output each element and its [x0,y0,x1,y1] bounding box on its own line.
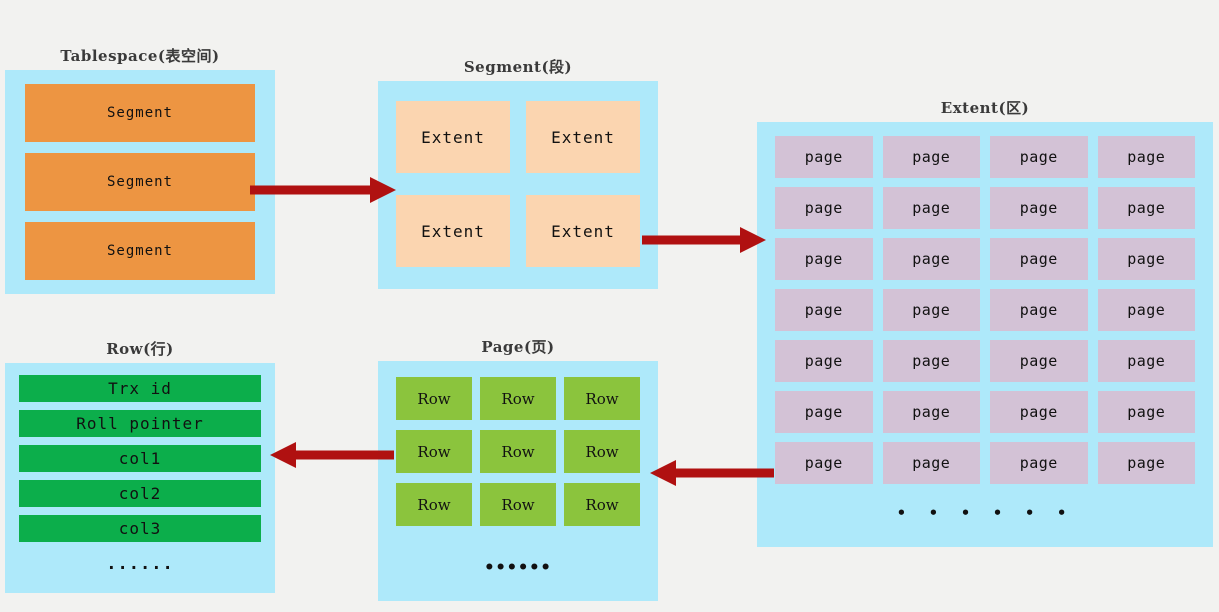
extent-grid: Extent Extent Extent Extent [396,101,640,267]
row-box[interactable]: Row [396,483,472,526]
group-extent: Extent(区) page page page page page page … [757,98,1213,547]
page-box[interactable]: page [775,442,873,484]
tablespace-title: Tablespace(表空间) [60,47,220,65]
page-title: Page(页) [481,338,555,356]
arrow-page-to-row [270,442,394,468]
row-box[interactable]: Row [564,377,640,420]
page-grid: page page page page page page page page … [775,136,1195,484]
group-row: Row(行) Trx id Roll pointer col1 col2 col… [5,339,275,593]
group-segment: Segment(段) Extent Extent Extent Extent [378,57,658,289]
arrow-extent-to-page [650,460,774,486]
row-box[interactable]: Row [480,430,556,473]
page-box[interactable]: page [882,391,980,433]
page-box[interactable]: page [882,187,980,229]
extent-box[interactable]: Extent [526,101,640,173]
page-box[interactable]: page [990,289,1088,331]
extent-box[interactable]: Extent [526,195,640,267]
page-box[interactable]: page [990,391,1088,433]
page-box[interactable]: page [990,340,1088,382]
page-box[interactable]: page [1097,340,1195,382]
segment-box[interactable]: Segment [25,84,255,142]
page-box[interactable]: page [990,187,1088,229]
arrow-segment-to-extent [642,227,766,253]
page-box[interactable]: page [775,238,873,280]
page-box[interactable]: page [990,442,1088,484]
arrow-tablespace-to-segment [250,177,396,203]
row-box[interactable]: Row [396,377,472,420]
row-grid: Row Row Row Row Row Row Row Row Row [396,377,640,526]
page-box[interactable]: page [990,136,1088,178]
page-box[interactable]: page [882,238,980,280]
row-box[interactable]: Row [396,430,472,473]
page-box[interactable]: page [775,136,873,178]
page-box[interactable]: page [1097,442,1195,484]
row-box[interactable]: Row [564,430,640,473]
row-title: Row(行) [106,340,174,358]
page-box[interactable]: page [1097,187,1195,229]
row-box[interactable]: Row [480,377,556,420]
page-box[interactable]: page [882,442,980,484]
row-more-indicator: ...... [106,554,174,574]
row-field-roll-pointer[interactable]: Roll pointer [19,410,261,437]
page-box[interactable]: page [1097,289,1195,331]
extent-box[interactable]: Extent [396,195,510,267]
extent-box[interactable]: Extent [396,101,510,173]
page-box[interactable]: page [1097,136,1195,178]
group-tablespace: Tablespace(表空间) Segment Segment Segment [5,46,275,294]
tablespace-panel: Segment Segment Segment [5,70,275,294]
segment-box[interactable]: Segment [25,222,255,280]
page-box[interactable]: page [882,289,980,331]
page-box[interactable]: page [1097,391,1195,433]
page-box[interactable]: page [990,238,1088,280]
row-panel: Trx id Roll pointer col1 col2 col3 .....… [5,363,275,593]
row-field-col2[interactable]: col2 [19,480,261,507]
segment-panel: Extent Extent Extent Extent [378,81,658,289]
page-box[interactable]: page [775,187,873,229]
page-box[interactable]: page [775,340,873,382]
row-field-trx-id[interactable]: Trx id [19,375,261,402]
page-box[interactable]: page [775,391,873,433]
page-box[interactable]: page [882,136,980,178]
page-more-indicator: •••••• [484,558,552,578]
page-box[interactable]: page [882,340,980,382]
row-field-col3[interactable]: col3 [19,515,261,542]
page-box[interactable]: page [775,289,873,331]
segment-box[interactable]: Segment [25,153,255,211]
page-box[interactable]: page [1097,238,1195,280]
extent-more-indicator: • • • • • • [896,504,1074,522]
extent-title: Extent(区) [940,99,1030,117]
page-panel: Row Row Row Row Row Row Row Row Row ••••… [378,361,658,601]
group-page: Page(页) Row Row Row Row Row Row Row Row … [378,337,658,601]
extent-panel: page page page page page page page page … [757,122,1213,547]
row-box[interactable]: Row [564,483,640,526]
row-box[interactable]: Row [480,483,556,526]
row-field-col1[interactable]: col1 [19,445,261,472]
segment-title: Segment(段) [463,58,573,76]
